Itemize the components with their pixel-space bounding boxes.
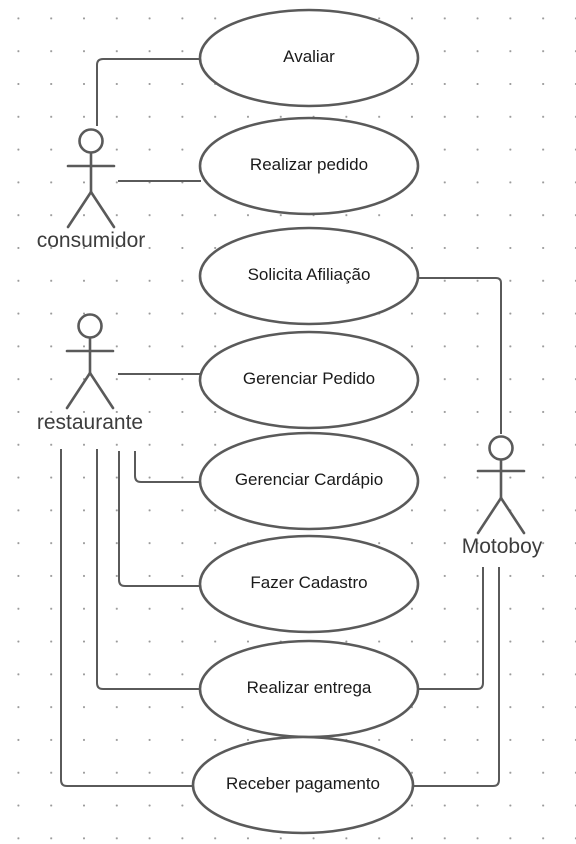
- actor-consumidor-figure: [66, 128, 116, 229]
- usecase-receber-pagamento: Receber pagamento: [191, 735, 415, 835]
- association-motoboy-solicita-afiliacao: [418, 277, 502, 434]
- association-motoboy-realizar-entrega: [418, 567, 484, 690]
- usecase-avaliar-label: Avaliar: [283, 47, 335, 66]
- usecase-realizar-pedido: Realizar pedido: [198, 116, 420, 216]
- association-consumidor-avaliar: [96, 58, 201, 126]
- usecase-realizar-entrega-label: Realizar entrega: [247, 678, 372, 697]
- actor-motoboy-figure: [476, 435, 526, 535]
- actor-restaurante: restaurante: [37, 313, 143, 434]
- associations: [60, 58, 502, 787]
- usecase-solicita-afiliacao-label: Solicita Afiliação: [248, 265, 371, 284]
- usecase-gerenciar-cardapio-label: Gerenciar Cardápio: [235, 470, 383, 489]
- usecase-fazer-cadastro: Fazer Cadastro: [198, 534, 420, 634]
- actor-motoboy-label: Motoboy: [462, 535, 543, 558]
- association-restaurante-realizar-entrega: [96, 449, 201, 690]
- usecase-gerenciar-pedido-label: Gerenciar Pedido: [243, 369, 375, 388]
- usecase-realizar-pedido-label: Realizar pedido: [250, 155, 368, 174]
- actor-restaurante-figure: [65, 313, 115, 410]
- association-restaurante-gerenciar-cardapio: [134, 451, 201, 483]
- usecase-fazer-cadastro-label: Fazer Cadastro: [250, 573, 367, 592]
- association-motoboy-receber-pagamento: [413, 567, 500, 787]
- association-restaurante-receber-pagamento: [60, 449, 194, 787]
- actor-motoboy: Motoboy: [462, 435, 543, 558]
- actor-restaurante-label: restaurante: [37, 411, 143, 434]
- association-restaurante-fazer-cadastro: [118, 451, 201, 587]
- usecase-realizar-entrega: Realizar entrega: [198, 639, 420, 739]
- usecase-solicita-afiliacao: Solicita Afiliação: [198, 226, 420, 326]
- usecase-gerenciar-cardapio: Gerenciar Cardápio: [198, 431, 420, 531]
- usecase-avaliar: Avaliar: [198, 8, 420, 108]
- usecase-gerenciar-pedido: Gerenciar Pedido: [198, 330, 420, 430]
- usecase-receber-pagamento-label: Receber pagamento: [226, 774, 380, 793]
- actor-consumidor-label: consumidor: [37, 229, 146, 252]
- actor-consumidor: consumidor: [37, 128, 146, 252]
